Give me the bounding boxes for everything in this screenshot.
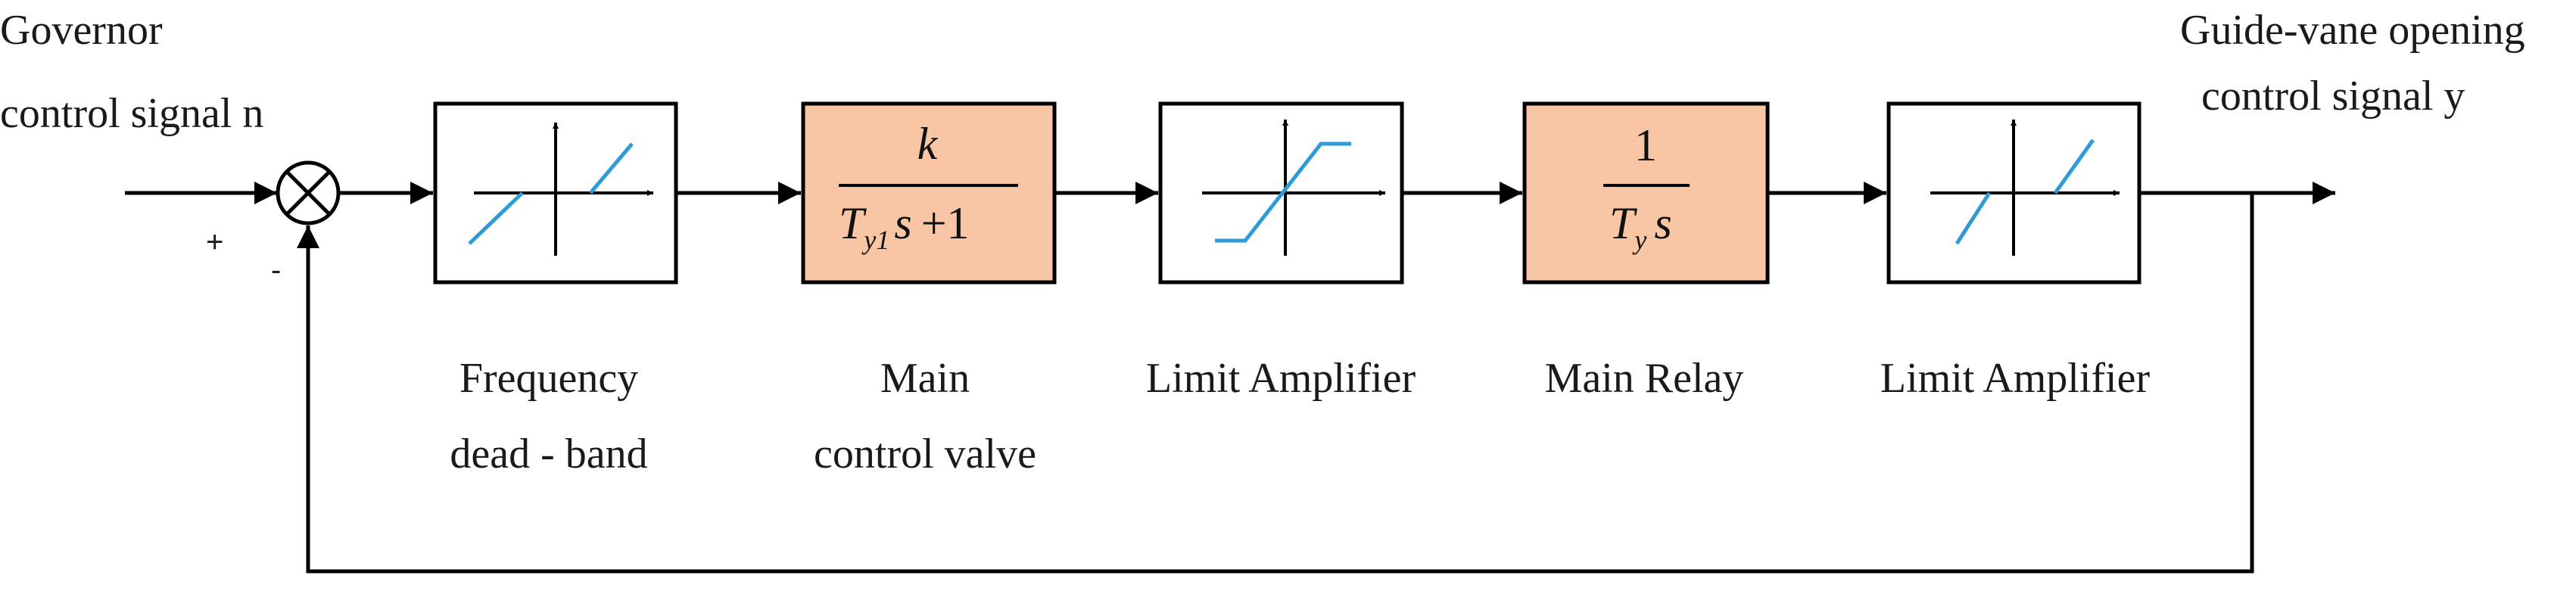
caption-limit-amplifier-2: Limit Amplifier — [1880, 355, 2151, 402]
dead-band-curve-2 — [1955, 138, 2095, 245]
summing-junction: + - — [206, 160, 341, 287]
plus-sign: + — [206, 225, 223, 259]
saturation-characteristic-1 — [1202, 120, 1385, 256]
caption-control-valve-1: Main — [880, 355, 970, 402]
caption-limit-amplifier-1: Limit Amplifier — [1146, 355, 1416, 402]
caption-main-relay: Main Relay — [1545, 355, 1744, 402]
signal-lines — [125, 182, 2335, 574]
tf1-numerator: k — [917, 119, 939, 169]
feedback-loop — [297, 193, 2254, 574]
dead-band-characteristic — [468, 123, 653, 256]
input-label-line2: control signal n — [0, 90, 263, 137]
output-label-line1: Guide-vane opening — [2180, 7, 2525, 54]
block-captions: Frequency dead - band Main control valve… — [450, 355, 2150, 477]
dead-band-characteristic-2 — [1930, 120, 2120, 256]
input-label-line1: Governor — [0, 7, 163, 54]
caption-dead-band-1: Frequency — [459, 355, 638, 402]
saturation-curve — [1215, 142, 1351, 243]
tf2-numerator: 1 — [1634, 120, 1657, 170]
main-relay-block — [1522, 101, 1770, 285]
minus-sign: - — [271, 253, 281, 287]
caption-control-valve-2: control valve — [814, 431, 1036, 477]
main-control-valve-block — [801, 101, 1057, 285]
caption-dead-band-2: dead - band — [450, 431, 647, 477]
output-label-line2: control signal y — [2201, 73, 2465, 120]
dead-band-curve — [468, 142, 634, 245]
